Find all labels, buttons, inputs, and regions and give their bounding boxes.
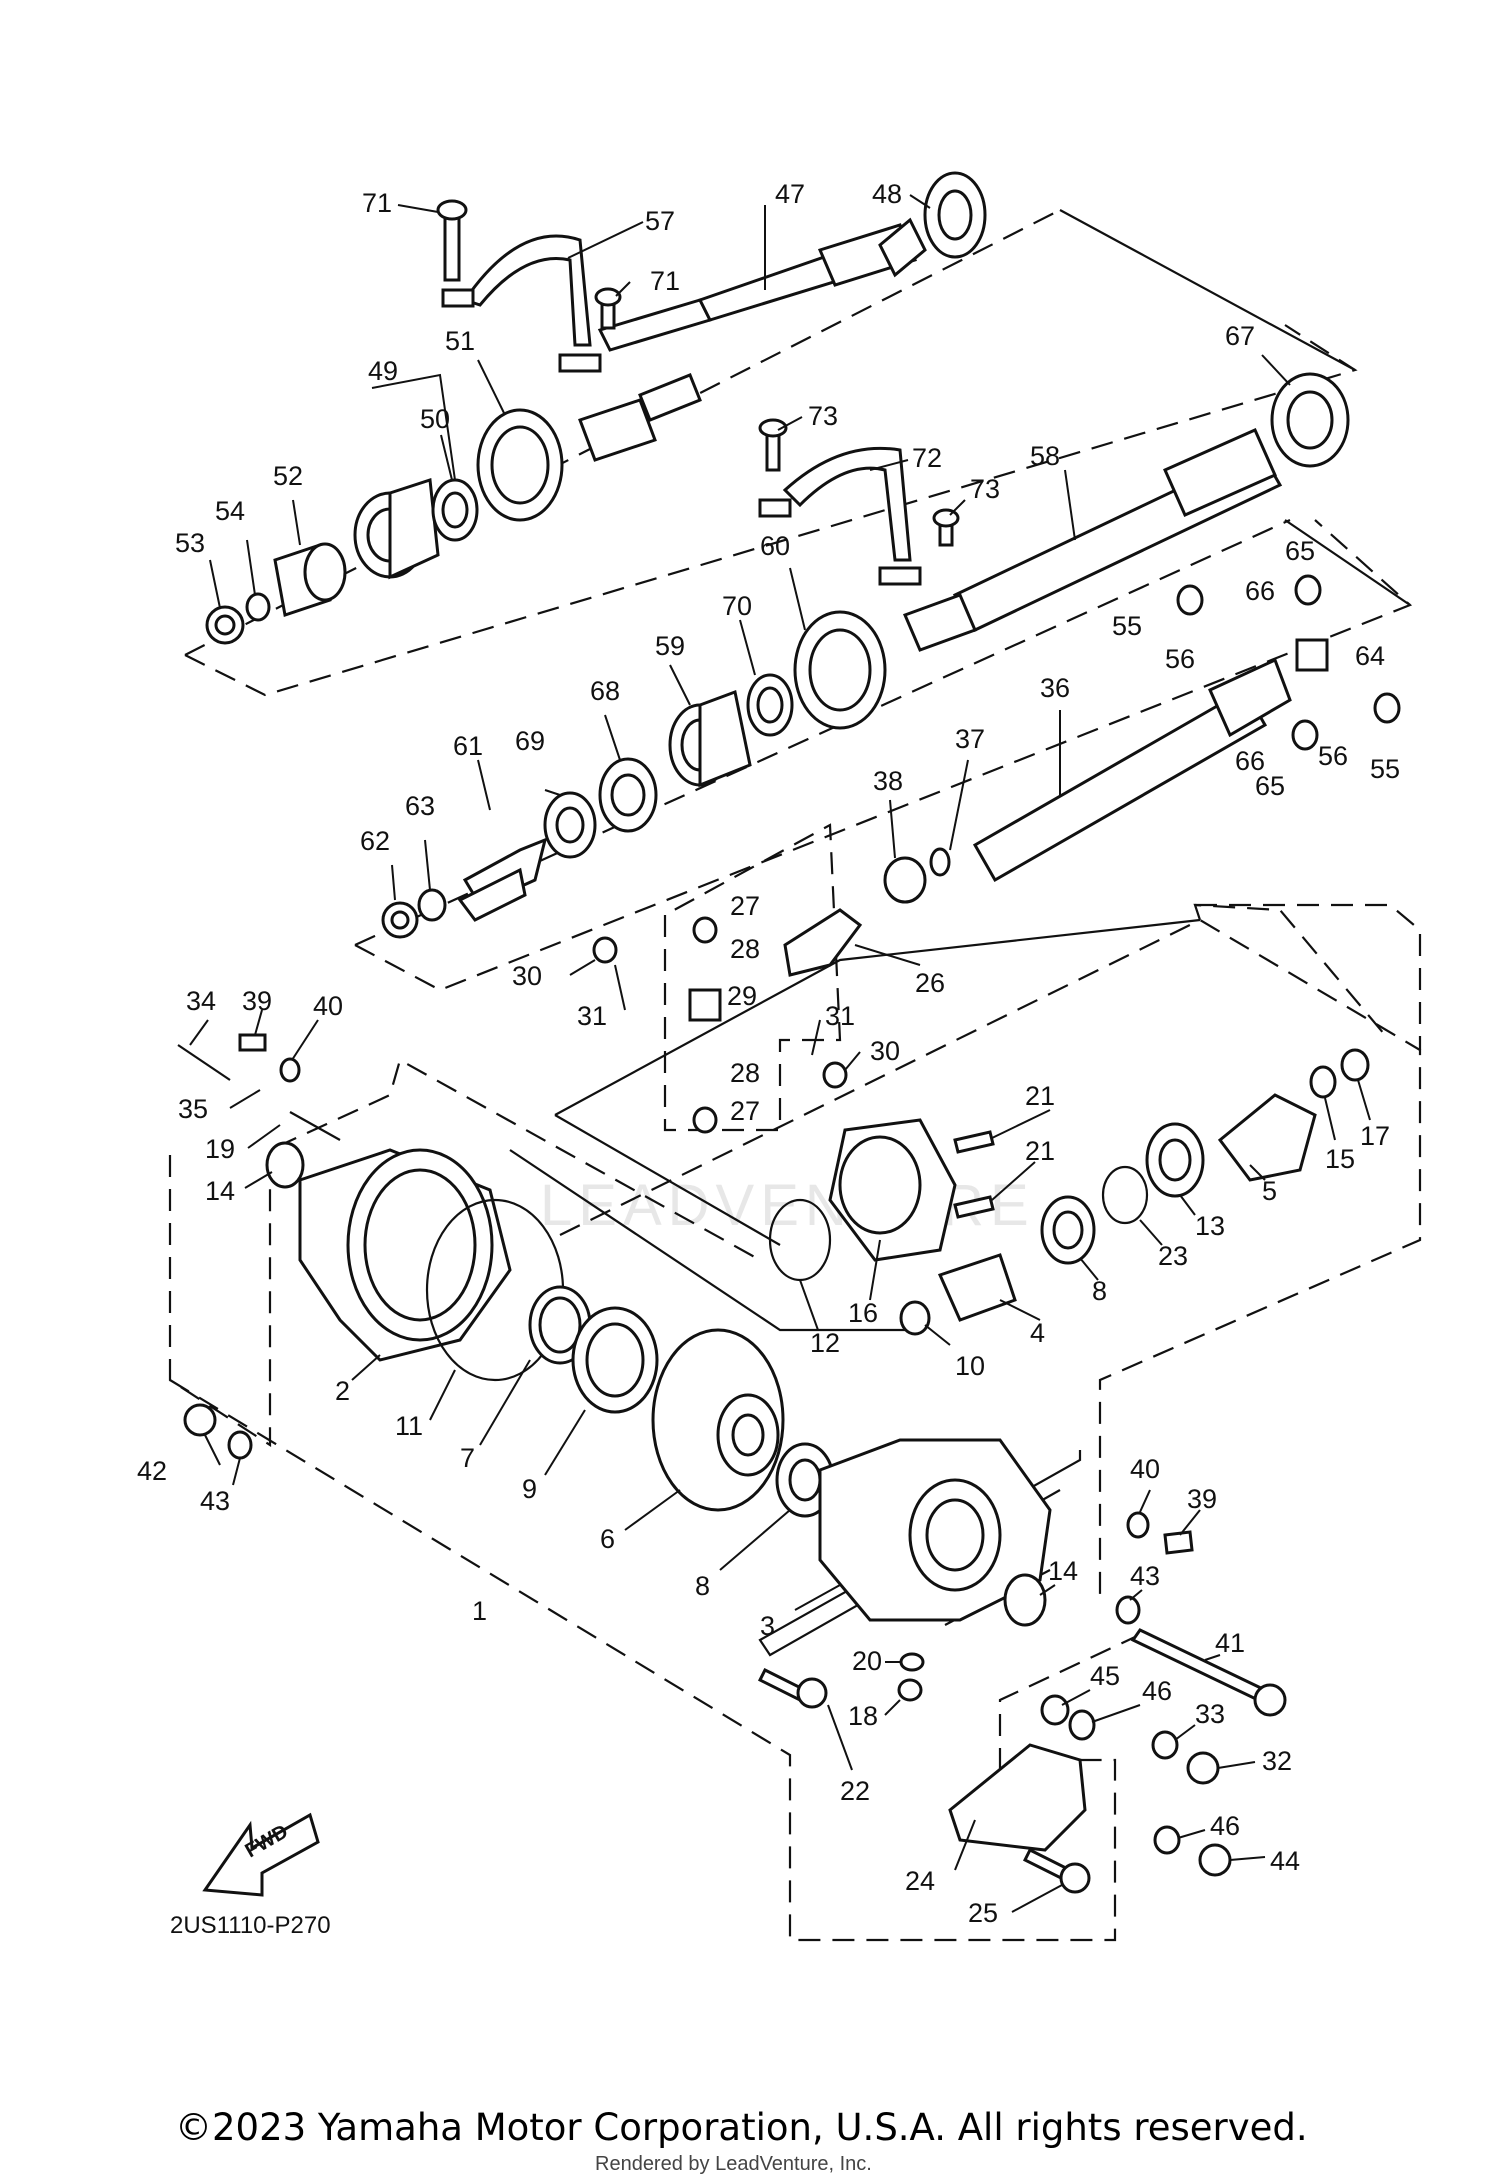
diagram-code: 2US1110-P270 <box>170 1912 331 1939</box>
callout-21: 21 <box>1025 1081 1055 1111</box>
callout-66: 66 <box>1245 576 1275 606</box>
callout-65: 65 <box>1285 536 1315 566</box>
callout-28: 28 <box>730 1058 760 1088</box>
callout-29: 29 <box>727 981 757 1011</box>
callout-37: 37 <box>955 724 985 754</box>
callout-47: 47 <box>775 179 805 209</box>
callout-65: 65 <box>1255 771 1285 801</box>
callout-61: 61 <box>453 731 483 761</box>
callout-67: 67 <box>1225 321 1255 351</box>
callout-42: 42 <box>137 1456 167 1486</box>
callout-25: 25 <box>968 1898 998 1928</box>
callout-53: 53 <box>175 528 205 558</box>
leader-lines <box>189 194 1371 1913</box>
callout-56: 56 <box>1318 741 1348 771</box>
callout-35: 35 <box>178 1094 208 1124</box>
copyright: ©2023 Yamaha Motor Corporation, U.S.A. A… <box>175 2106 1308 2149</box>
callout-16: 16 <box>848 1298 878 1328</box>
callout-18: 18 <box>848 1701 878 1731</box>
callout-52: 52 <box>273 461 303 491</box>
callout-20: 20 <box>852 1646 882 1676</box>
callout-73: 73 <box>808 401 838 431</box>
fwd-arrow-icon: FWD <box>202 1812 320 1897</box>
callout-4: 4 <box>1030 1318 1045 1348</box>
callout-69: 69 <box>515 726 545 756</box>
callout-1: 1 <box>472 1596 487 1626</box>
rendered-by: Rendered by LeadVenture, Inc. <box>595 2153 872 2175</box>
callout-19: 19 <box>205 1134 235 1164</box>
callout-58: 58 <box>1030 441 1060 471</box>
callout-2: 2 <box>335 1376 350 1406</box>
callout-21: 21 <box>1025 1136 1055 1166</box>
callout-48: 48 <box>872 179 902 209</box>
callout-22: 22 <box>840 1776 870 1806</box>
callout-8: 8 <box>1092 1276 1107 1306</box>
callout-41: 41 <box>1215 1628 1245 1658</box>
callout-44: 44 <box>1270 1846 1300 1876</box>
callout-55: 55 <box>1112 611 1142 641</box>
callout-7: 7 <box>460 1443 475 1473</box>
part-shapes <box>177 171 1401 1894</box>
callout-54: 54 <box>215 496 245 526</box>
callout-15: 15 <box>1325 1144 1355 1174</box>
callout-59: 59 <box>655 631 685 661</box>
callout-9: 9 <box>522 1474 537 1504</box>
callout-5: 5 <box>1262 1176 1277 1206</box>
callout-12: 12 <box>810 1328 840 1358</box>
callout-14: 14 <box>1048 1556 1078 1586</box>
callout-46: 46 <box>1142 1676 1172 1706</box>
callout-17: 17 <box>1360 1121 1390 1151</box>
callout-60: 60 <box>760 531 790 561</box>
callout-36: 36 <box>1040 673 1070 703</box>
callout-51: 51 <box>445 326 475 356</box>
callout-43: 43 <box>1130 1561 1160 1591</box>
callout-73: 73 <box>970 474 1000 504</box>
callout-11: 11 <box>395 1411 423 1441</box>
callout-57: 57 <box>645 206 675 236</box>
callout-40: 40 <box>1130 1454 1160 1484</box>
callout-14: 14 <box>205 1176 235 1206</box>
callout-72: 72 <box>912 443 942 473</box>
callout-labels: 71 57 71 47 48 67 51 49 50 52 54 53 73 7… <box>137 179 1400 1928</box>
callout-6: 6 <box>600 1524 615 1554</box>
callout-32: 32 <box>1262 1746 1292 1776</box>
callout-56: 56 <box>1165 644 1195 674</box>
callout-30: 30 <box>870 1036 900 1066</box>
callout-40: 40 <box>313 991 343 1021</box>
callout-39: 39 <box>242 986 272 1016</box>
callout-70: 70 <box>722 591 752 621</box>
callout-31: 31 <box>577 1001 607 1031</box>
callout-27: 27 <box>730 1096 760 1126</box>
callout-38: 38 <box>873 766 903 796</box>
callout-50: 50 <box>420 404 450 434</box>
callout-64: 64 <box>1355 641 1385 671</box>
callout-26: 26 <box>915 968 945 998</box>
callout-23: 23 <box>1158 1241 1188 1271</box>
callout-68: 68 <box>590 676 620 706</box>
callout-46: 46 <box>1210 1811 1240 1841</box>
callout-39: 39 <box>1187 1484 1217 1514</box>
callout-49: 49 <box>368 356 398 386</box>
callout-3: 3 <box>760 1611 775 1641</box>
callout-8: 8 <box>695 1571 710 1601</box>
callout-30: 30 <box>512 961 542 991</box>
callout-13: 13 <box>1195 1211 1225 1241</box>
callout-71: 71 <box>650 266 680 296</box>
callout-24: 24 <box>905 1866 935 1896</box>
callout-55: 55 <box>1370 754 1400 784</box>
callout-34: 34 <box>186 986 216 1016</box>
callout-71: 71 <box>362 188 392 218</box>
callout-28: 28 <box>730 934 760 964</box>
callout-63: 63 <box>405 791 435 821</box>
callout-66: 66 <box>1235 746 1265 776</box>
callout-45: 45 <box>1090 1661 1120 1691</box>
callout-31: 31 <box>825 1001 855 1031</box>
callout-27: 27 <box>730 891 760 921</box>
callout-62: 62 <box>360 826 390 856</box>
callout-33: 33 <box>1195 1699 1225 1729</box>
callout-43: 43 <box>200 1486 230 1516</box>
callout-10: 10 <box>955 1351 985 1381</box>
